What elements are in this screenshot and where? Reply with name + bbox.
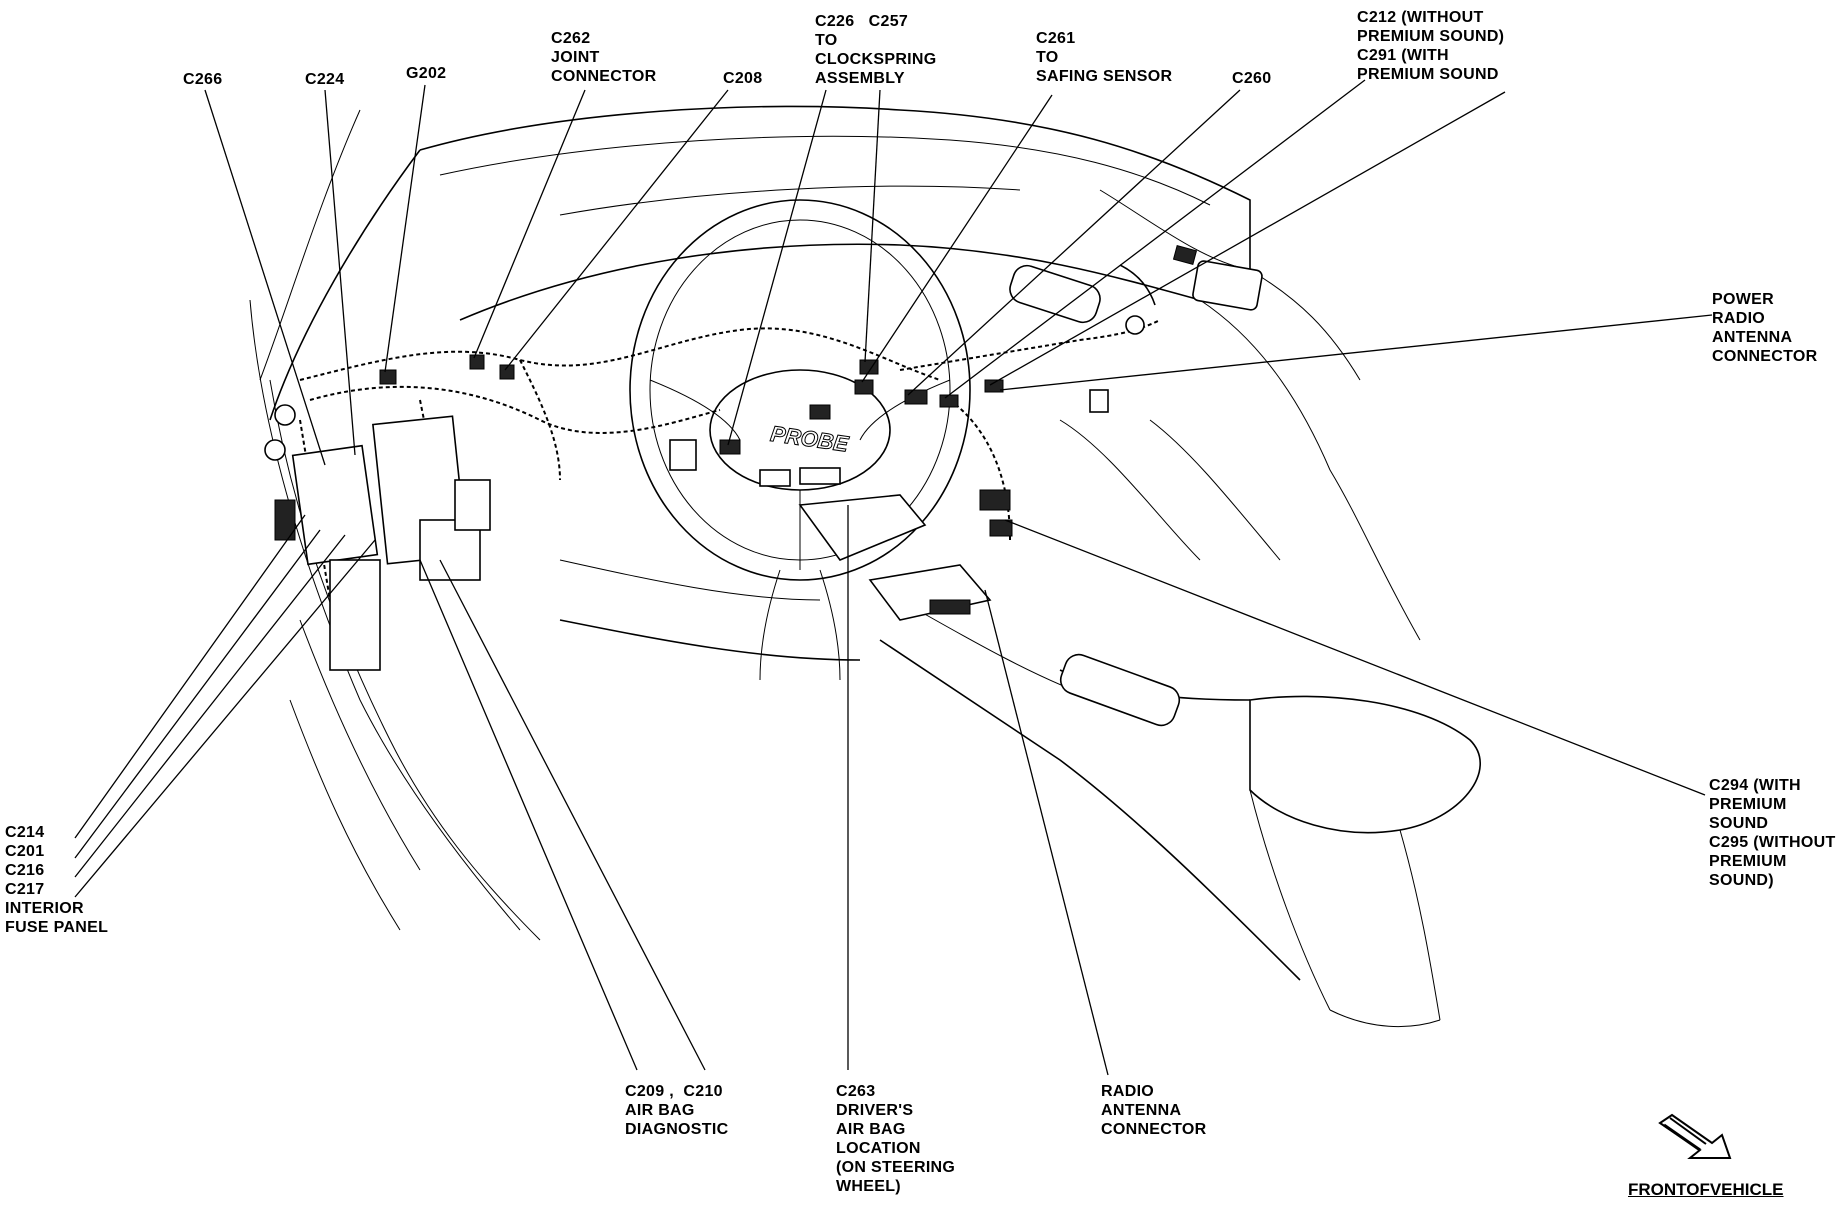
leader-c201 <box>74 529 321 859</box>
leader-c262 <box>473 89 586 359</box>
dashboard-outline <box>249 105 1481 1027</box>
leader-c294 <box>1004 519 1706 796</box>
c208-connector <box>719 439 741 455</box>
airbag-diagnostic-module <box>798 494 927 561</box>
leader-c216 <box>74 534 346 878</box>
leader-c291 <box>989 91 1506 386</box>
c226-connector <box>809 404 831 420</box>
c261-connector <box>904 389 928 405</box>
leader-c212 <box>944 79 1366 399</box>
leader-lines <box>74 79 1713 1076</box>
leader-c224 <box>324 89 356 456</box>
front-of-vehicle-label: FRONTOFVEHICLE <box>1628 1180 1784 1199</box>
label-c208: C208 <box>723 70 763 87</box>
leader-c214 <box>74 514 306 839</box>
c212-connector <box>984 379 1004 393</box>
leader-c257 <box>864 89 881 363</box>
front-arrow-icon <box>1658 1113 1732 1159</box>
leader-c209 <box>419 559 638 1071</box>
label-c224: C224 <box>305 71 345 88</box>
leader-radio-antenna <box>984 589 1109 1076</box>
interior-fuse-panel <box>264 354 515 671</box>
leader-c210 <box>439 559 706 1071</box>
leader-c208 <box>504 89 729 371</box>
label-c260: C260 <box>1232 70 1272 87</box>
leader-c260 <box>907 89 1241 396</box>
steering-wheel: PROBE <box>629 199 971 681</box>
leader-c217 <box>74 539 376 898</box>
label-g202: G202 <box>406 65 447 82</box>
leader-c226 <box>727 89 827 446</box>
c260-connector <box>939 394 959 408</box>
label-c266: C266 <box>183 71 223 88</box>
leader-power-radio <box>999 314 1713 391</box>
leader-c261 <box>861 94 1053 383</box>
leader-g202 <box>384 84 426 373</box>
leader-c266 <box>204 89 326 466</box>
